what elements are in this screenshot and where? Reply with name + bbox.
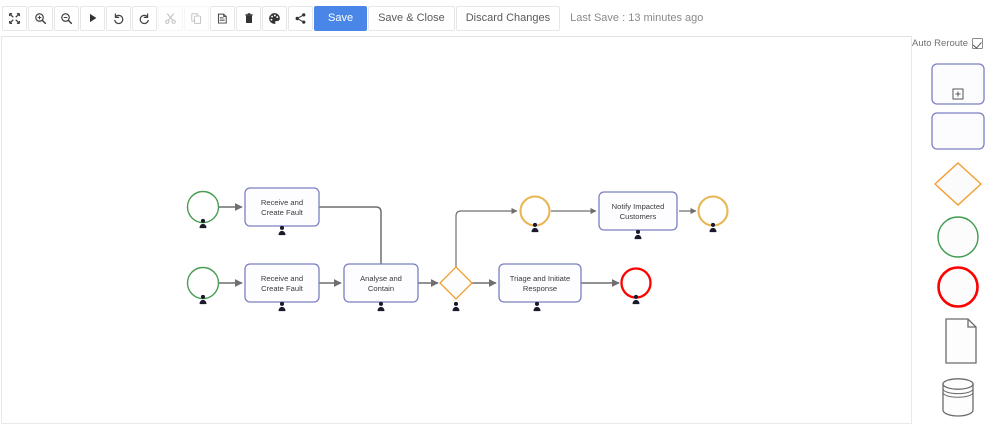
palette-button[interactable] xyxy=(262,5,287,31)
subprocess-icon xyxy=(931,63,985,105)
paste-button[interactable] xyxy=(210,5,235,31)
palette-start-event[interactable] xyxy=(931,215,985,259)
auto-reroute-row: Auto Reroute xyxy=(912,38,1000,49)
play-button[interactable] xyxy=(80,5,105,31)
task-receive-create-fault-top[interactable]: Receive and Create Fault xyxy=(244,187,320,236)
last-save-status: Last Save : 13 minutes ago xyxy=(570,12,704,24)
delete-button[interactable] xyxy=(236,5,261,31)
edge-gateway-int1[interactable] xyxy=(455,207,518,267)
redo-button[interactable] xyxy=(132,5,157,31)
copy-button[interactable] xyxy=(184,5,209,31)
intermediate-event-right[interactable] xyxy=(697,195,729,233)
delete-icon xyxy=(243,12,255,25)
palette-document[interactable] xyxy=(931,317,985,365)
start-event-top[interactable] xyxy=(186,190,220,229)
zoom-out-icon xyxy=(60,12,73,25)
task-label: Notify Impacted xyxy=(612,202,665,211)
end-event-bottom[interactable] xyxy=(620,267,652,305)
end-event-icon xyxy=(937,266,979,308)
gateway-decision[interactable] xyxy=(439,266,473,312)
task-label: Receive and xyxy=(261,274,303,283)
fit-screen-icon xyxy=(8,12,21,25)
shape-palette: Auto Reroute xyxy=(912,36,1000,426)
task-label: Response xyxy=(523,284,557,293)
zoom-out-button[interactable] xyxy=(54,5,79,31)
discard-changes-button[interactable]: Discard Changes xyxy=(455,5,561,31)
auto-reroute-checkbox[interactable] xyxy=(971,38,983,49)
auto-reroute-label: Auto Reroute xyxy=(912,38,968,49)
task-notify-impacted-customers[interactable]: Notify Impacted Customers xyxy=(598,191,678,240)
datastore-icon xyxy=(942,378,974,417)
toolbar: Save Save & Close Discard Changes Last S… xyxy=(0,0,1000,36)
palette-task[interactable] xyxy=(931,112,985,150)
zoom-in-button[interactable] xyxy=(28,5,53,31)
palette-icon xyxy=(268,12,281,25)
diagram-canvas[interactable]: Receive and Create Fault Receive and Cre… xyxy=(1,36,912,424)
task-label: Receive and xyxy=(261,198,303,207)
share-button[interactable] xyxy=(288,5,313,31)
redo-icon xyxy=(138,12,151,25)
edges-layer xyxy=(219,203,697,287)
task-label: Customers xyxy=(620,212,657,221)
save-button[interactable]: Save xyxy=(314,5,368,31)
undo-icon xyxy=(112,12,125,25)
nodes-layer: Receive and Create Fault Receive and Cre… xyxy=(186,187,729,312)
gateway-icon xyxy=(933,162,983,206)
zoom-in-icon xyxy=(34,12,47,25)
save-and-close-button[interactable]: Save & Close xyxy=(368,5,455,31)
cut-button[interactable] xyxy=(158,5,183,31)
task-receive-create-fault-bottom[interactable]: Receive and Create Fault xyxy=(244,263,320,312)
copy-icon xyxy=(190,12,203,25)
task-analyse-and-contain[interactable]: Analyse and Contain xyxy=(343,263,419,312)
palette-gateway[interactable] xyxy=(931,161,985,207)
task-label: Create Fault xyxy=(261,284,304,293)
task-label: Analyse and xyxy=(360,274,402,283)
task-triage-initiate-response[interactable]: Triage and Initiate Response xyxy=(498,263,582,312)
task-icon xyxy=(931,112,985,150)
start-event-bottom[interactable] xyxy=(186,266,220,305)
palette-subprocess[interactable] xyxy=(931,63,985,105)
diagram-svg: Receive and Create Fault Receive and Cre… xyxy=(186,187,729,312)
document-icon xyxy=(945,318,977,364)
palette-datastore[interactable] xyxy=(931,376,985,420)
start-event-icon xyxy=(937,216,979,258)
task-label: Create Fault xyxy=(261,208,304,217)
paste-icon xyxy=(216,12,229,25)
fit-screen-button[interactable] xyxy=(2,5,27,31)
palette-end-event[interactable] xyxy=(931,265,985,309)
undo-button[interactable] xyxy=(106,5,131,31)
task-label: Triage and Initiate xyxy=(510,274,571,283)
share-icon xyxy=(294,12,307,25)
play-icon xyxy=(87,12,99,24)
intermediate-event-left[interactable] xyxy=(519,195,551,233)
cut-icon xyxy=(164,12,177,25)
edge-task1-task3[interactable] xyxy=(318,206,385,279)
task-label: Contain xyxy=(368,284,394,293)
